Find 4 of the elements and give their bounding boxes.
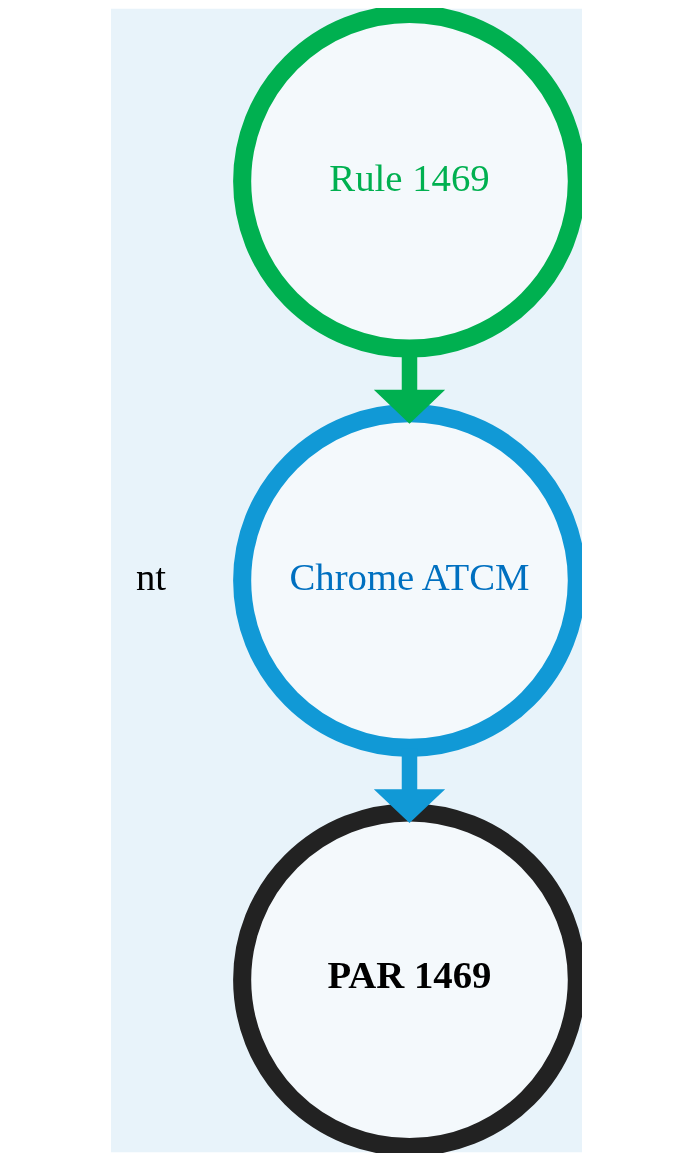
node-circle: Chrome ATCM: [232, 404, 582, 757]
label: nt: [135, 555, 166, 599]
node-circle: Rule 1469: [232, 8, 582, 358]
node-circle: PAR 1469: [232, 803, 582, 1153]
